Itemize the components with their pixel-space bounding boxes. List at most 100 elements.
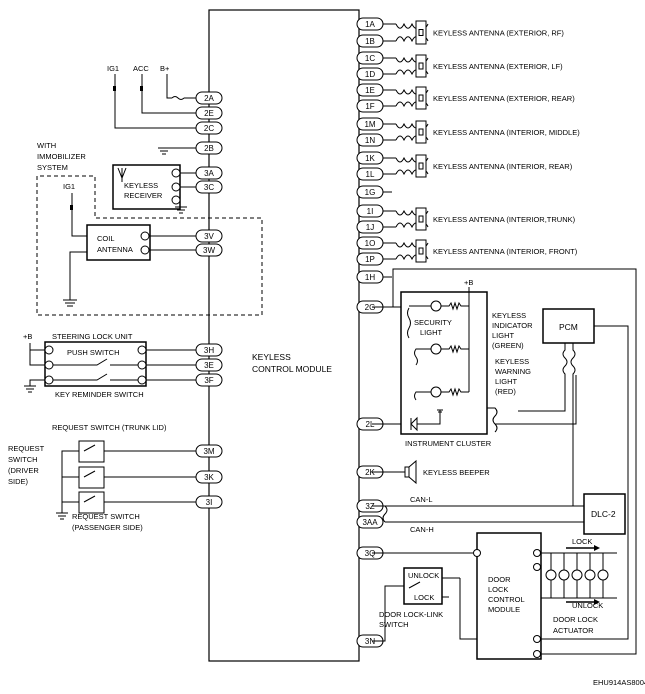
indicator-light-icon bbox=[430, 343, 442, 355]
pin-label: 2A bbox=[204, 94, 214, 103]
coil-label-1: COIL bbox=[97, 234, 115, 243]
receiver-label-2: RECEIVER bbox=[124, 191, 163, 200]
keyless-antenna-3: KEYLESS ANTENNA (EXTERIOR, REAR) bbox=[383, 86, 575, 110]
antenna-label: KEYLESS ANTENNA (INTERIOR, REAR) bbox=[433, 162, 573, 171]
pin-label: 1F bbox=[365, 102, 374, 111]
pin-label: 1O bbox=[365, 239, 376, 248]
door-module-2: LOCK bbox=[488, 585, 508, 594]
keyless-antenna-7: KEYLESS ANTENNA (INTERIOR, FRONT) bbox=[383, 239, 578, 263]
instrument-cluster: INSTRUMENT CLUSTER +B SECURITY LIGHT KEY… bbox=[400, 278, 577, 448]
door-lock-module: DOOR LOCK CONTROL MODULE LOCK UNLOCK DOO… bbox=[372, 532, 617, 660]
antenna-label: KEYLESS ANTENNA (INTERIOR, FRONT) bbox=[433, 247, 578, 256]
request-driver-4: SIDE) bbox=[8, 477, 29, 486]
acc-label: ACC bbox=[133, 64, 149, 73]
pin-3q: 3Q bbox=[356, 546, 384, 560]
pin-1m: 1M bbox=[356, 117, 384, 131]
actuator-unlock-label: UNLOCK bbox=[572, 601, 603, 610]
pin-label: 2K bbox=[365, 468, 375, 477]
pin-1a: 1A bbox=[356, 17, 384, 31]
pin-label: 3A bbox=[204, 169, 214, 178]
pin-label: 1D bbox=[365, 70, 375, 79]
pin-2a: 2A bbox=[195, 91, 223, 105]
pin-1p: 1P bbox=[356, 252, 384, 266]
pin-label: 1G bbox=[365, 188, 376, 197]
pin-label: 3H bbox=[204, 346, 214, 355]
actuator-motor-2 bbox=[558, 569, 570, 581]
request-driver-2: SWITCH bbox=[8, 455, 38, 464]
door-lock-link-switch: UNLOCK LOCK DOOR LOCK-LINK SWITCH bbox=[372, 567, 477, 642]
steering-lock-unit: STEERING LOCK UNIT +B PUSH SWITCH KEY RE… bbox=[23, 332, 196, 399]
request-passenger-2: (PASSENGER SIDE) bbox=[72, 523, 143, 532]
pin-2e: 2E bbox=[195, 106, 223, 120]
link-lock-label: LOCK bbox=[414, 593, 434, 602]
warning-light-icon bbox=[430, 386, 442, 398]
pin-1h: 1H bbox=[356, 270, 384, 284]
request-trunk-label: REQUEST SWITCH (TRUNK LID) bbox=[52, 423, 167, 432]
pin-3f: 3F bbox=[195, 373, 223, 387]
pin-1n: 1N bbox=[356, 133, 384, 147]
footer-code: EHU914AS8004 bbox=[593, 678, 645, 687]
warning-label-3: LIGHT bbox=[495, 377, 518, 386]
keyless-beeper: KEYLESS BEEPER bbox=[372, 459, 490, 485]
pin-3e: 3E bbox=[195, 358, 223, 372]
module-title-2: CONTROL MODULE bbox=[252, 364, 332, 374]
key-reminder-label: KEY REMINDER SWITCH bbox=[55, 390, 144, 399]
pin-3c: 3C bbox=[195, 180, 223, 194]
pcm-label: PCM bbox=[559, 322, 578, 332]
pin-label: 3F bbox=[204, 376, 213, 385]
pin-label: 3C bbox=[204, 183, 214, 192]
pin-1b: 1B bbox=[356, 34, 384, 48]
pin-1g: 1G bbox=[356, 185, 384, 199]
pin-label: 1J bbox=[366, 223, 374, 232]
request-driver-3: (DRIVER bbox=[8, 466, 39, 475]
request-switches: REQUEST SWITCH (TRUNK LID) REQUEST SWITC… bbox=[8, 423, 196, 532]
pin-3n: 3N bbox=[356, 634, 384, 648]
pin-label: 3K bbox=[204, 473, 214, 482]
pin-label: 3Z bbox=[365, 502, 374, 511]
steering-title: STEERING LOCK UNIT bbox=[52, 332, 133, 341]
pin-label: 3I bbox=[206, 498, 213, 507]
bplus-label: B+ bbox=[160, 64, 170, 73]
request-driver-1: REQUEST bbox=[8, 444, 45, 453]
pin-label: 1L bbox=[366, 170, 375, 179]
antenna-label: KEYLESS ANTENNA (EXTERIOR, RF) bbox=[433, 29, 564, 38]
pin-label: 3M bbox=[203, 447, 214, 456]
antenna-label: KEYLESS ANTENNA (EXTERIOR, LF) bbox=[433, 62, 563, 71]
warning-label-2: WARNING bbox=[495, 367, 531, 376]
pin-label: 1H bbox=[365, 273, 375, 282]
pin-3m: 3M bbox=[195, 444, 223, 458]
antenna-label: KEYLESS ANTENNA (INTERIOR, MIDDLE) bbox=[433, 128, 580, 137]
receiver-antenna-icon bbox=[117, 167, 127, 182]
link-switch-label-2: SWITCH bbox=[379, 620, 409, 629]
keyless-antenna-2: KEYLESS ANTENNA (EXTERIOR, LF) bbox=[383, 54, 563, 78]
actuator-label-1: DOOR LOCK bbox=[553, 615, 598, 624]
pin-label: 3Q bbox=[365, 549, 376, 558]
pin-label: 1E bbox=[365, 86, 375, 95]
immobilizer-system: WITH IMMOBILIZER SYSTEM IG1 COIL ANTENNA bbox=[36, 141, 263, 316]
security-label-2: LIGHT bbox=[420, 328, 443, 337]
pin-3a: 3A bbox=[195, 166, 223, 180]
actuator-label-2: ACTUATOR bbox=[553, 626, 594, 635]
security-light-icon bbox=[430, 300, 442, 312]
link-unlock-label: UNLOCK bbox=[408, 571, 439, 580]
pin-label: 1M bbox=[364, 120, 375, 129]
security-label-1: SECURITY bbox=[414, 318, 452, 327]
pin-label: 1B bbox=[365, 37, 375, 46]
right-pin-group: 1A1B1C1D1E1F1M1N1K1L1G1I1J1O1P1H2G2L2K3Z… bbox=[356, 17, 384, 648]
pin-1e: 1E bbox=[356, 83, 384, 97]
pin-label: 2L bbox=[366, 420, 375, 429]
pin-label: 3W bbox=[203, 246, 215, 255]
coil-label-2: ANTENNA bbox=[97, 245, 133, 254]
control-module-box bbox=[208, 9, 360, 662]
keyless-receiver: KEYLESS RECEIVER bbox=[112, 164, 196, 214]
pin-label: 1N bbox=[365, 136, 375, 145]
can-bus: CAN-L CAN-H DLC-2 bbox=[372, 424, 626, 535]
door-module-1: DOOR bbox=[488, 575, 511, 584]
immobilizer-label-2: IMMOBILIZER bbox=[37, 152, 86, 161]
receiver-label-1: KEYLESS bbox=[124, 181, 158, 190]
actuator-lock-label: LOCK bbox=[572, 537, 592, 546]
indicator-label-2: INDICATOR bbox=[492, 321, 533, 330]
